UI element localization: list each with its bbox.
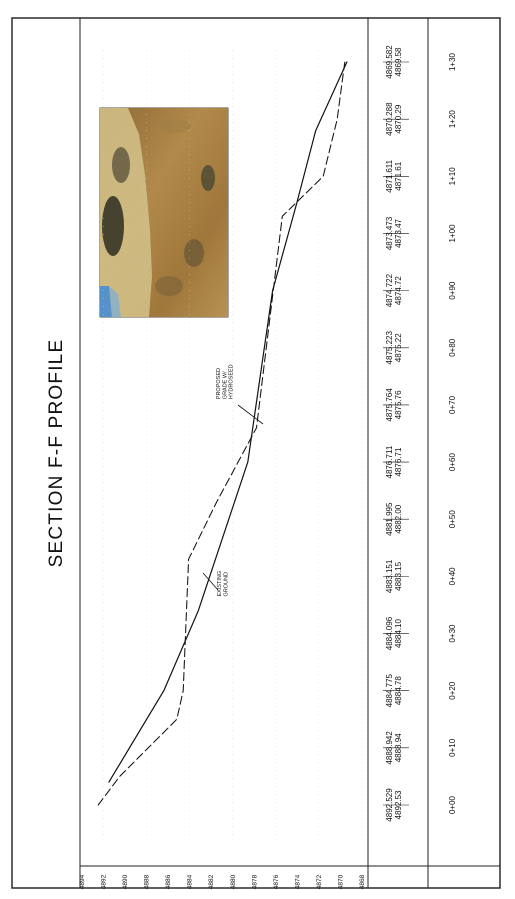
proposed-elevation-value: 4882.00 (394, 504, 403, 533)
existing-elevation-value: 4892.529 (385, 788, 394, 822)
annotation-line: PROPOSED (216, 368, 222, 399)
existing-elevation-value: 4884.096 (385, 616, 394, 650)
annotation-text: PROPOSEDGRADE W/HYDROSEED (216, 364, 234, 399)
station-label: 0+30 (448, 624, 457, 643)
proposed-elevation-value: 4871.61 (394, 161, 403, 190)
y-tick-label: 4870 (337, 874, 344, 889)
annotation-line: HYDROSEED (229, 364, 235, 399)
station-label: 0+50 (448, 510, 457, 529)
existing-elevation-value: 4875.223 (385, 331, 394, 365)
proposed-elevation-value: 4888.94 (394, 733, 403, 762)
proposed-elevation-value: 4876.71 (394, 447, 403, 476)
y-axis: 4894 4892 4890 4888 4886 4884 4882 4880 4878 4876… (79, 874, 366, 889)
annotation-line: EXISTING (217, 571, 223, 597)
existing-ground-annotation: EXISTINGGROUND (202, 571, 229, 597)
y-tick-label: 4894 (79, 874, 86, 889)
proposed-elevation-value: 4870.29 (394, 104, 403, 133)
station-label: 1+30 (448, 52, 457, 71)
annotation-line: GRADE W/ (222, 371, 228, 399)
existing-elevation-value: 4870.288 (385, 102, 394, 136)
station-label: 0+10 (448, 738, 457, 757)
y-tick-label: 4880 (230, 874, 237, 889)
proposed-elevation-value: 4875.22 (394, 333, 403, 362)
existing-elevation-value: 4884.775 (385, 673, 394, 707)
existing-elevation-value: 4888.942 (385, 731, 394, 765)
y-tick-label: 4868 (359, 874, 366, 889)
sheet-border (11, 17, 501, 889)
proposed-grade-annotation: PROPOSEDGRADE W/HYDROSEED (216, 364, 264, 425)
y-tick-label: 4876 (273, 874, 280, 889)
annotation-line: GROUND (223, 572, 229, 596)
proposed-elevation-value: 4874.72 (394, 276, 403, 305)
station-label: 0+90 (448, 281, 457, 300)
proposed-elevation-value: 4884.10 (394, 619, 403, 648)
y-tick-label: 4872 (316, 874, 323, 889)
annotation-leader (237, 404, 264, 425)
existing-elevation-value: 4875.764 (385, 388, 394, 422)
y-tick-label: 4886 (165, 874, 172, 889)
annotation-leader (202, 572, 219, 591)
existing-elevation-value: 4876.711 (385, 445, 394, 478)
proposed-elevation-value: 4875.76 (394, 390, 403, 419)
y-tick-label: 4878 (251, 874, 258, 889)
chart-title: SECTION F-F PROFILE (46, 339, 67, 568)
station-label: 0+20 (448, 681, 457, 700)
station-label: 0+60 (448, 453, 457, 472)
existing-elevation-value: 4873.473 (385, 216, 394, 250)
y-tick-label: 4888 (144, 874, 151, 889)
proposed-elevation-value: 4869.58 (394, 47, 403, 76)
y-tick-label: 4882 (208, 874, 215, 889)
station-label: 0+70 (448, 395, 457, 414)
site-photo (99, 107, 229, 318)
existing-ground-line (97, 61, 346, 806)
station-label: 0+80 (448, 338, 457, 357)
station-label: 1+10 (448, 167, 457, 186)
proposed-elevation-value: 4883.15 (394, 561, 403, 590)
profile-plot: PROPOSEDGRADE W/HYDROSEED EXISTINGGROUND (97, 50, 363, 840)
station-label: 1+00 (448, 224, 457, 243)
y-tick-label: 4892 (101, 874, 108, 889)
station-label: 1+20 (448, 110, 457, 129)
existing-elevation-value: 4874.722 (385, 273, 394, 307)
y-tick-label: 4884 (187, 874, 194, 889)
existing-elevation-value: 4869.582 (385, 45, 394, 79)
y-tick-label: 4890 (122, 874, 129, 889)
proposed-elevation-value: 4873.47 (394, 218, 403, 247)
existing-elevation-value: 4881.995 (385, 502, 394, 536)
existing-elevation-value: 4883.151 (385, 559, 394, 593)
y-tick-label: 4874 (294, 874, 301, 889)
station-label: 0+00 (448, 795, 457, 814)
existing-elevation-value: 4871.611 (385, 159, 394, 192)
proposed-elevation-value: 4884.78 (394, 676, 403, 705)
station-label: 0+40 (448, 567, 457, 586)
proposed-grade-line (108, 61, 348, 783)
annotation-text: EXISTINGGROUND (217, 571, 229, 597)
proposed-elevation-value: 4892.53 (394, 790, 403, 819)
